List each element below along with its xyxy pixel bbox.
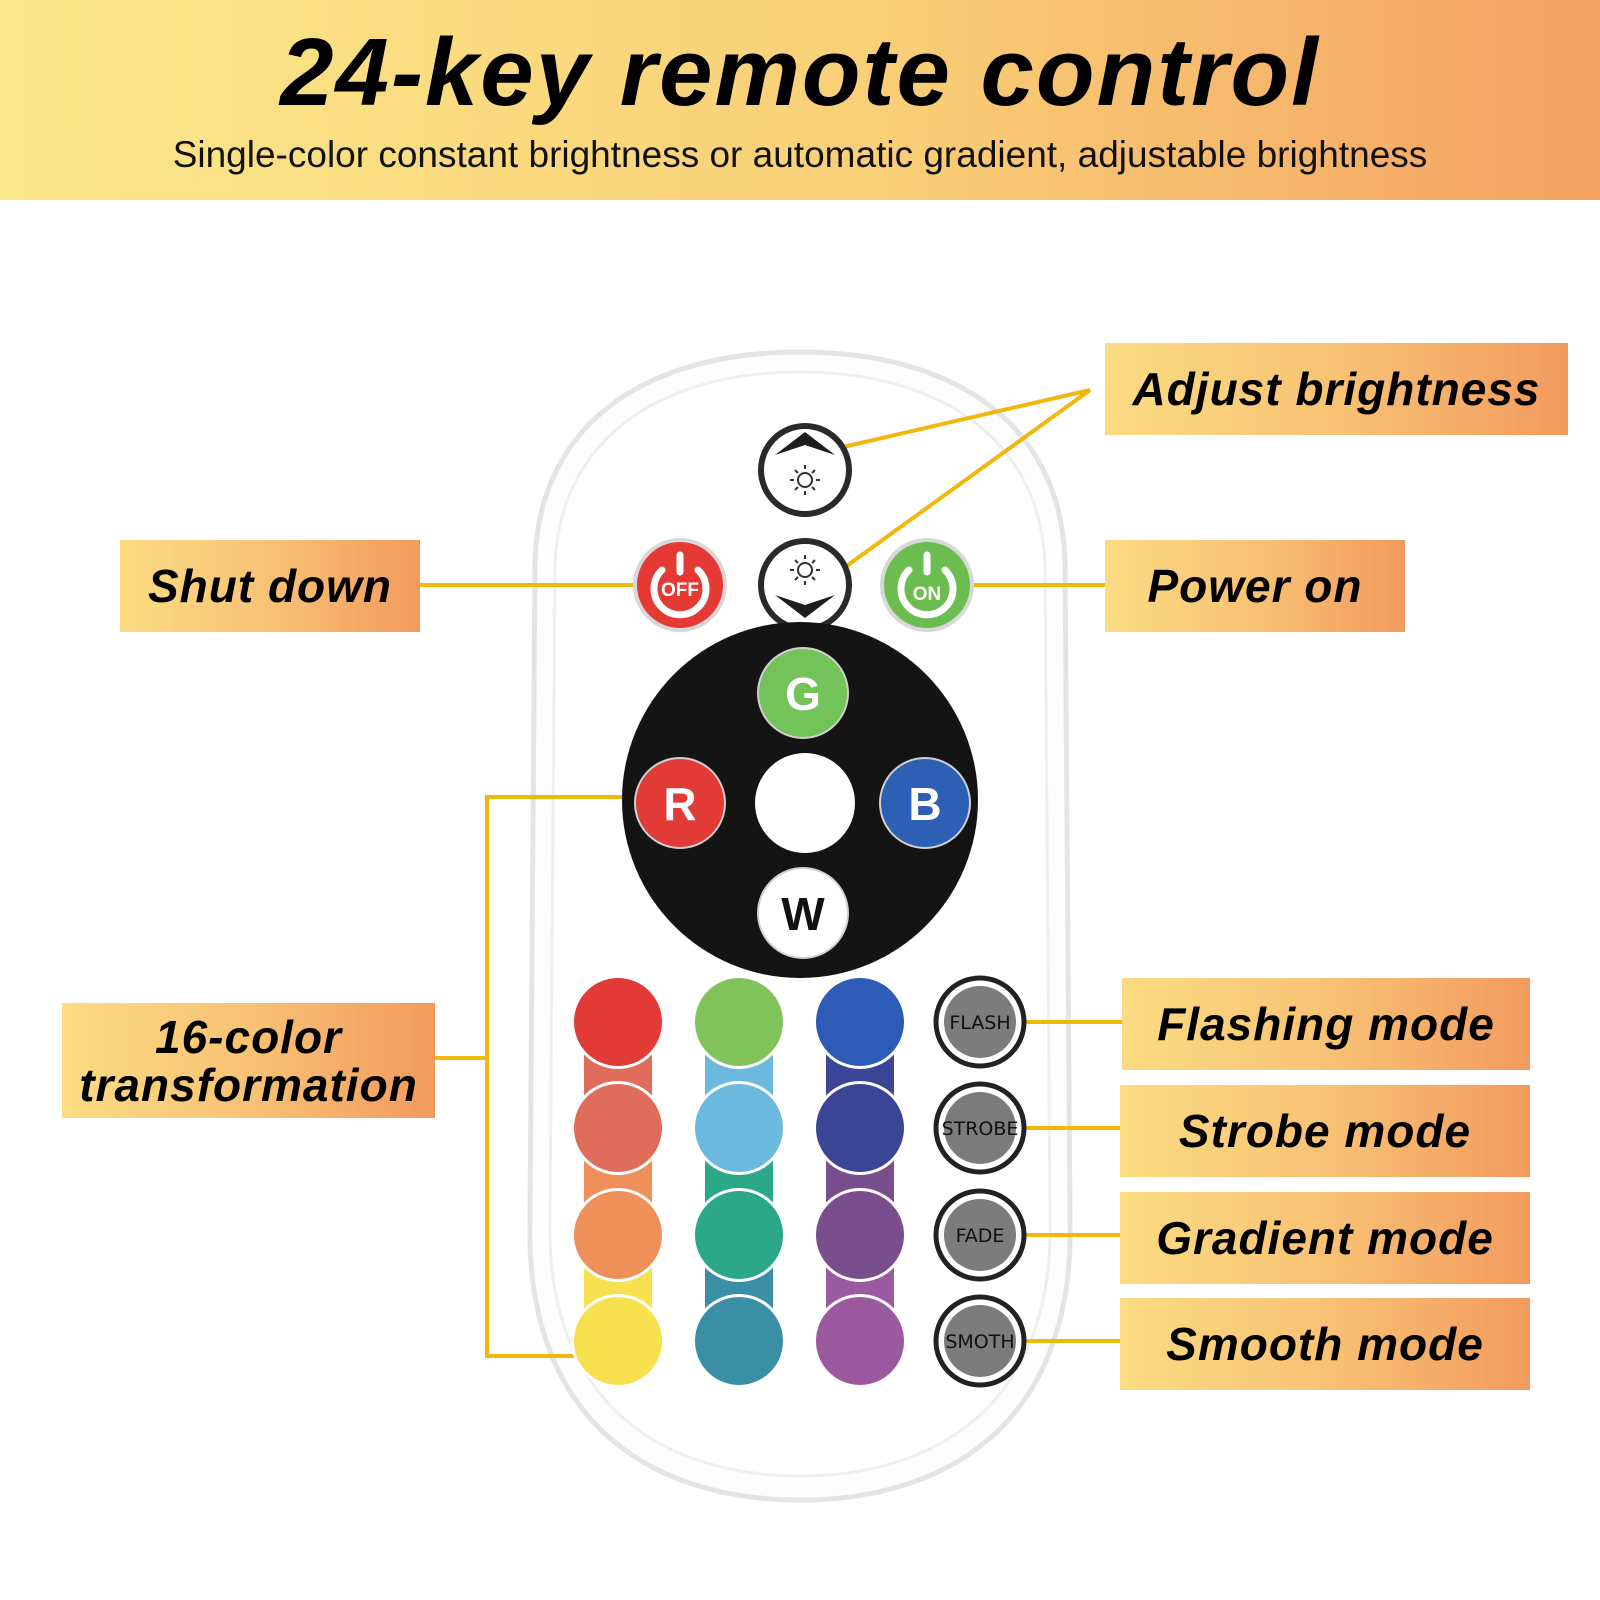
- chevron-up-icon: [775, 432, 835, 455]
- green-button[interactable]: G: [757, 647, 849, 739]
- page-subtitle: Single-color constant brightness or auto…: [172, 134, 1428, 175]
- svg-text:R: R: [663, 778, 696, 830]
- callout-power-on: Power on: [1105, 540, 1405, 632]
- color-button-r4-c1[interactable]: [574, 1297, 662, 1385]
- page-title: 24-key remote control: [280, 19, 1320, 126]
- power-icon: [897, 566, 957, 619]
- on-label: ON: [913, 584, 942, 605]
- power-icon: [650, 566, 710, 619]
- leader-lines: [418, 388, 1122, 1358]
- color-button-r4-c2[interactable]: [695, 1297, 783, 1385]
- svg-text:FLASH: FLASH: [949, 1012, 1010, 1034]
- svg-text:SMOTH: SMOTH: [945, 1331, 1014, 1353]
- smooth-button[interactable]: SMOTH: [933, 1294, 1027, 1388]
- callout-flashing-mode: Flashing mode: [1122, 978, 1530, 1070]
- brightness-down-button[interactable]: [758, 538, 852, 632]
- color-button-r1-c3[interactable]: [816, 978, 904, 1066]
- svg-text:G: G: [785, 668, 821, 720]
- callout-smooth-mode: Smooth mode: [1120, 1298, 1530, 1390]
- callout-adjust-brightness: Adjust brightness: [1105, 343, 1568, 435]
- color-button-r1-c2[interactable]: [695, 978, 783, 1066]
- brightness-up-button[interactable]: [758, 423, 852, 517]
- callout-strobe-mode: Strobe mode: [1120, 1085, 1530, 1177]
- svg-text:FADE: FADE: [956, 1225, 1005, 1247]
- svg-text:STROBE: STROBE: [942, 1118, 1019, 1140]
- chevron-down-icon: [775, 595, 835, 618]
- color-button-r3-c1[interactable]: [574, 1191, 662, 1279]
- color-button-r1-c1[interactable]: [574, 978, 662, 1066]
- off-label: OFF: [661, 580, 699, 601]
- on-button[interactable]: ON: [880, 538, 974, 632]
- white-button[interactable]: W: [757, 867, 849, 959]
- center-button[interactable]: [755, 753, 855, 853]
- callout-shut-down: Shut down: [120, 540, 420, 632]
- off-button[interactable]: OFF: [633, 538, 727, 632]
- sun-icon: [790, 465, 820, 495]
- color-button-r2-c1[interactable]: [574, 1084, 662, 1172]
- color-button-r3-c2[interactable]: [695, 1191, 783, 1279]
- fade-button[interactable]: FADE: [933, 1188, 1027, 1282]
- color-button-r2-c3[interactable]: [816, 1084, 904, 1172]
- header-banner: 24-key remote control Single-color const…: [0, 0, 1600, 200]
- callout-gradient-mode: Gradient mode: [1120, 1192, 1530, 1284]
- callout-16-color-transformation: 16-color transformation: [62, 1003, 435, 1118]
- red-button[interactable]: R: [634, 757, 726, 849]
- color-button-r4-c3[interactable]: [816, 1297, 904, 1385]
- svg-text:B: B: [908, 778, 941, 830]
- sun-icon: [790, 555, 820, 585]
- flash-button[interactable]: FLASH: [933, 975, 1027, 1069]
- svg-text:W: W: [781, 888, 825, 940]
- color-grid: [571, 975, 907, 1388]
- color-button-r2-c2[interactable]: [695, 1084, 783, 1172]
- color-button-r3-c3[interactable]: [816, 1191, 904, 1279]
- blue-button[interactable]: B: [879, 757, 971, 849]
- strobe-button[interactable]: STROBE: [933, 1081, 1027, 1175]
